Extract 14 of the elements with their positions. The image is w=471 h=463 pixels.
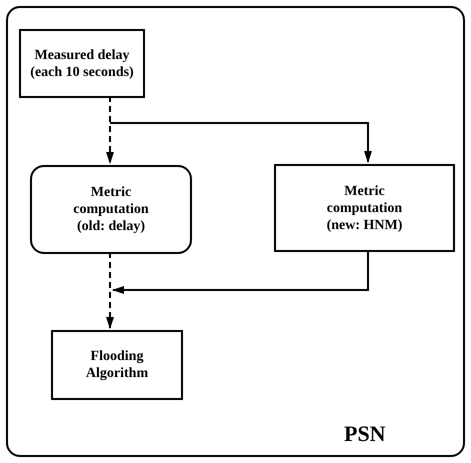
arrow xyxy=(112,250,369,294)
network-boundary-box xyxy=(6,6,465,457)
box-text: Metric computation (old: delay) xyxy=(72,184,150,235)
box-text: Metric computation (new: HNM) xyxy=(326,182,404,234)
process-box xyxy=(19,29,145,98)
dashed-arrow xyxy=(106,252,114,329)
box-text: Measured delay (each 10 seconds) xyxy=(29,46,135,80)
process-box xyxy=(274,164,455,252)
network-label: PSN xyxy=(344,420,386,448)
dashed-arrow xyxy=(106,96,114,164)
arrow xyxy=(110,122,372,163)
box-text: Flooding Algorithm xyxy=(84,348,150,382)
rounded-process-box xyxy=(30,165,192,254)
process-box xyxy=(51,330,183,400)
